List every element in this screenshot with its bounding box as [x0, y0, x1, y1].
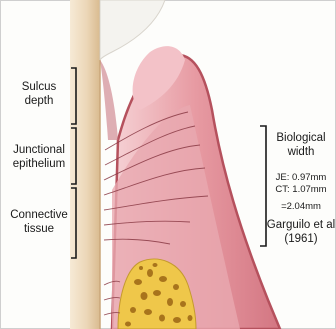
- biological-width-title-line1: Biological: [268, 131, 334, 145]
- connective-label-line2: tissue: [6, 222, 72, 236]
- citation-line2: (1961): [266, 232, 336, 246]
- sulcus: [100, 60, 118, 140]
- biological-width-title-line2: width: [268, 145, 334, 159]
- citation-line1: Garguilo et al: [266, 218, 336, 232]
- tooth: [70, 0, 100, 329]
- sulcus-label-line2: depth: [8, 94, 70, 108]
- connective-tissue-label: Connective tissue: [6, 208, 72, 236]
- total-measure: =2.04mm: [268, 201, 334, 213]
- je-measure: JE: 0.97mm: [268, 172, 334, 184]
- sulcus-depth-label: Sulcus depth: [8, 80, 70, 108]
- connective-label-line1: Connective: [6, 208, 72, 222]
- junctional-label-line2: epithelium: [6, 157, 72, 171]
- citation: Garguilo et al (1961): [266, 218, 336, 246]
- biological-width-title: Biological width: [268, 131, 334, 159]
- ct-measure: CT: 1.07mm: [268, 184, 334, 196]
- sulcus-label-line1: Sulcus: [8, 80, 70, 94]
- junctional-label-line1: Junctional: [6, 143, 72, 157]
- junctional-epithelium-label: Junctional epithelium: [6, 143, 72, 171]
